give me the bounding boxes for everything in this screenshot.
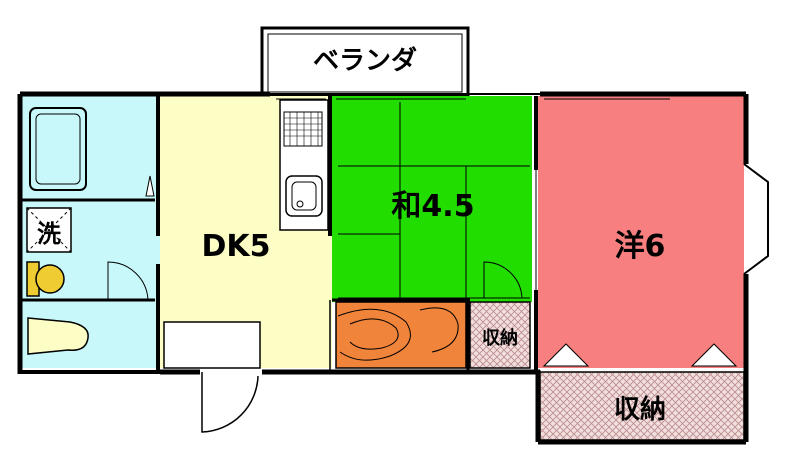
oshiire [335, 301, 467, 369]
kitchen-sink-icon [285, 175, 323, 217]
bathtub-inner [35, 113, 81, 185]
dk-room: DK5 [160, 96, 332, 433]
bay-window [743, 163, 769, 275]
stove-icon [283, 111, 323, 147]
balcony: ベランダ [260, 26, 470, 98]
storage-small [469, 301, 531, 369]
dk-label: DK5 [201, 229, 270, 264]
yoshitsu-label: 洋6 [615, 229, 666, 264]
walls [17, 91, 749, 445]
washer-label: 洗 [37, 220, 61, 248]
bathtub [29, 107, 87, 191]
storage-small-label: 収納 [482, 327, 518, 349]
sink-icon [27, 317, 89, 355]
storage-large [539, 371, 745, 441]
wet-area: 洗 [22, 96, 160, 374]
storage-large-label: 収納 [614, 394, 666, 425]
balcony-label: ベランダ [313, 45, 417, 76]
entry-door [201, 372, 259, 433]
washitsu-room: 和4.5 収納 [332, 96, 532, 369]
washitsu-label: 和4.5 [391, 189, 474, 224]
toilet-icon [26, 261, 65, 297]
yoshitsu-room: 洋6 収納 [538, 96, 769, 441]
genkan [163, 321, 261, 369]
